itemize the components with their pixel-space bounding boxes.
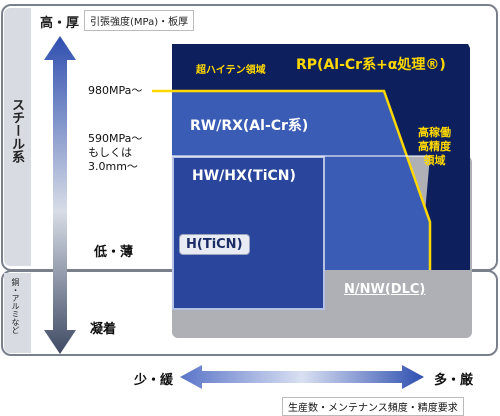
- nonferrous-band: [4, 273, 31, 353]
- tick-590-line1: 590MPa～: [88, 132, 143, 145]
- tick-980: 980MPa～: [88, 84, 143, 97]
- hw-region: [172, 156, 325, 310]
- tick-590-line2: もしくは: [88, 146, 132, 159]
- rp-label: RP(Al-Cr系+α処理®): [296, 57, 446, 73]
- x-axis-left-label: 少・緩: [134, 373, 174, 388]
- x-axis-right-label: 多・厳: [434, 373, 474, 388]
- vertical-axis-arrow: [44, 36, 76, 354]
- high-operation-label: 高稼働 高精度 領域: [418, 126, 451, 168]
- rw-label: RW/RX(Al-Cr系): [190, 118, 309, 134]
- nw-label: N/NW(DLC): [344, 282, 426, 297]
- steel-band: [4, 8, 31, 266]
- x-axis-caption: 生産数・メンテナンス頻度・精度要求: [282, 397, 464, 416]
- high-tensile-label: 超ハイテン領域: [196, 65, 266, 76]
- y-axis-caption: 引張強度(MPa)・板厚: [84, 10, 195, 31]
- horizontal-axis-arrow: [180, 365, 424, 389]
- y-axis-top-label: 高・厚: [40, 16, 80, 31]
- rw-region: [172, 91, 430, 270]
- high-operation-line3: 領域: [423, 154, 446, 167]
- high-operation-line1: 高稼働: [418, 126, 451, 139]
- hw-label: HW/HX(TiCN): [192, 168, 296, 184]
- y-axis-bottom-label: 凝着: [90, 322, 117, 337]
- nonferrous-label: 銅・アルミなど: [11, 278, 20, 334]
- y-axis-mid-label: 低・薄: [94, 245, 134, 260]
- tick-590-line3: 3.0mm～: [88, 160, 138, 173]
- high-operation-line2: 高精度: [418, 140, 451, 153]
- steel-label: スチール系: [9, 98, 24, 163]
- h-label: H(TiCN): [179, 234, 250, 255]
